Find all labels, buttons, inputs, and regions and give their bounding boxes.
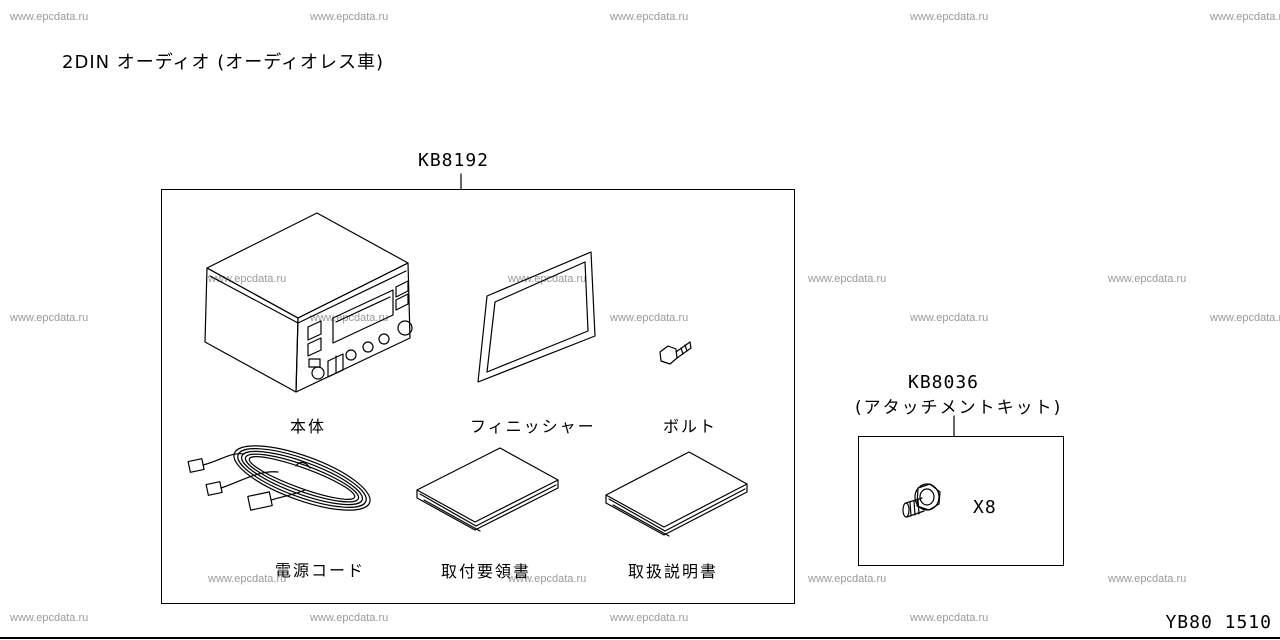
attach-bolt-icon [902,483,941,518]
watermark: www.epcdata.ru [808,273,887,285]
kit-main-code: KB8192 [418,150,490,171]
watermark: www.epcdata.ru [808,573,887,585]
watermark: www.epcdata.ru [208,273,287,285]
bottom-rule [0,637,1280,639]
finisher-label: フィニッシャー [470,417,596,436]
owner-manual-icon [605,451,748,537]
power-cord-icon [187,445,371,511]
head-unit-icon [204,212,413,393]
watermark: www.epcdata.ru [910,11,989,23]
watermark: www.epcdata.ru [10,312,89,324]
diagram-title: 2DIN オーディオ (オーディオレス車) [62,52,385,73]
watermark: www.epcdata.ru [310,312,389,324]
watermark: www.epcdata.ru [310,11,389,23]
watermark: www.epcdata.ru [310,612,389,624]
head-unit-label: 本体 [290,417,327,436]
watermark: www.epcdata.ru [1108,273,1187,285]
owner-manual-label: 取扱説明書 [628,562,719,581]
watermark: www.epcdata.ru [910,312,989,324]
bolt-label: ボルト [663,417,718,436]
finisher-icon [477,251,596,383]
kit-attach-box [858,436,1064,566]
watermark: www.epcdata.ru [610,11,689,23]
kit-attach-code: KB8036 [908,372,980,393]
watermark: www.epcdata.ru [10,612,89,624]
power-cord-label: 電源コード [275,561,366,580]
watermark: www.epcdata.ru [208,573,287,585]
watermark: www.epcdata.ru [910,612,989,624]
watermark: www.epcdata.ru [610,612,689,624]
watermark: www.epcdata.ru [1210,312,1280,324]
diagram-id: YB80 1510 [1165,612,1272,633]
install-guide-label: 取付要領書 [441,562,532,581]
install-guide-icon [416,447,559,532]
kit-main-box [161,189,795,604]
kit-attach-name: (アタッチメントキット) [855,398,1063,418]
bolt-icon [659,341,692,365]
watermark: www.epcdata.ru [10,11,89,23]
watermark: www.epcdata.ru [610,312,689,324]
watermark: www.epcdata.ru [508,573,587,585]
watermark: www.epcdata.ru [1210,11,1280,23]
attach-quantity: X8 [973,497,997,518]
watermark: www.epcdata.ru [1108,573,1187,585]
